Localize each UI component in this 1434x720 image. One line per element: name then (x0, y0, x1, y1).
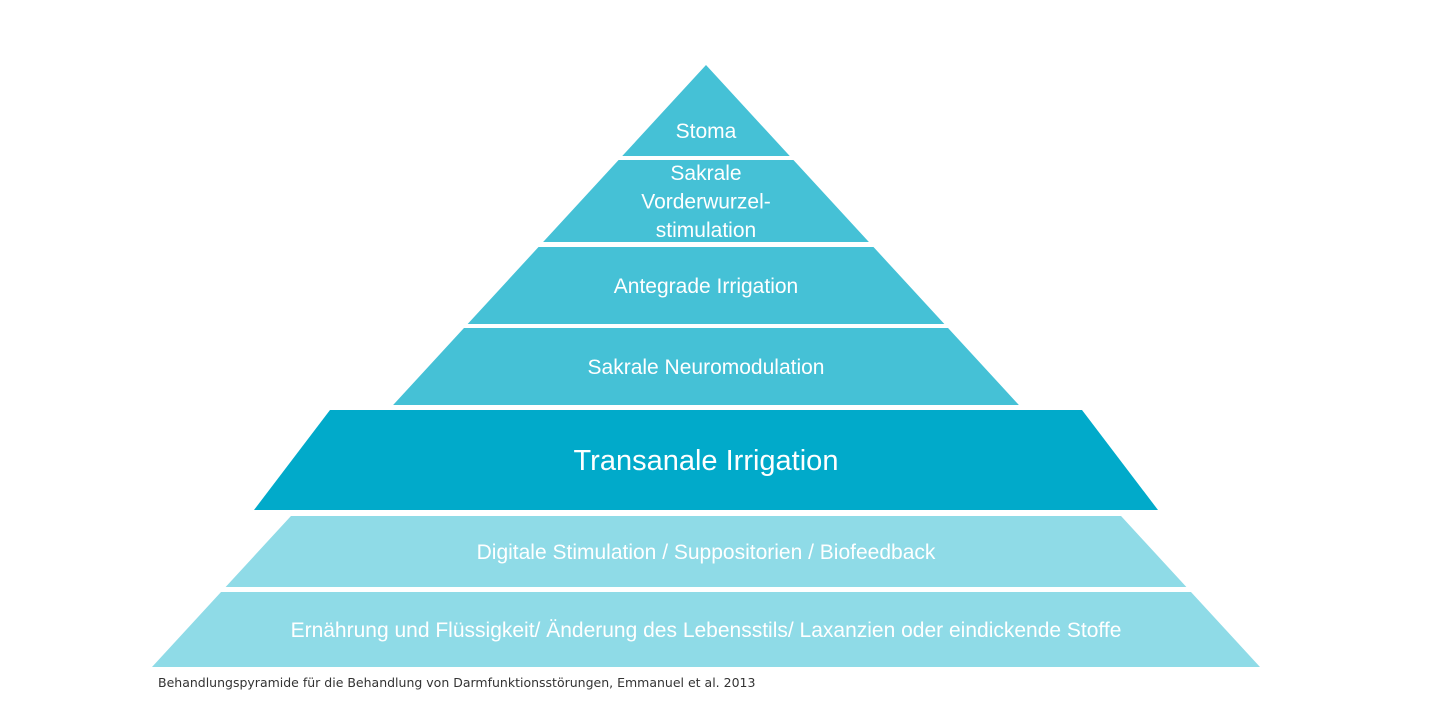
pyramid-tier-shape (254, 410, 1158, 510)
pyramid-tier-1: Stoma (622, 65, 790, 156)
pyramid-tier-label-line: stimulation (656, 219, 756, 242)
pyramid-tier-label-line: Transanale Irrigation (574, 445, 839, 477)
pyramid-tier-label-line: Sakrale Neuromodulation (588, 356, 825, 379)
pyramid-tier-label-line: Sakrale (670, 162, 741, 185)
pyramid-tier-label: Ernährung und Flüssigkeit/ Änderung des … (291, 619, 1122, 642)
pyramid-tier-7: Ernährung und Flüssigkeit/ Änderung des … (152, 592, 1260, 667)
pyramid-tier-6: Digitale Stimulation / Suppositorien / B… (225, 516, 1187, 587)
pyramid-tier-5: Transanale Irrigation (254, 410, 1158, 510)
pyramid-tier-label-line: Ernährung und Flüssigkeit/ Änderung des … (291, 619, 1122, 642)
pyramid-tier-label: Digitale Stimulation / Suppositorien / B… (477, 541, 936, 564)
pyramid-tier-label-line: Antegrade Irrigation (614, 275, 798, 298)
pyramid-tier-4: Sakrale Neuromodulation (393, 328, 1019, 405)
pyramid-tier-label: Stoma (676, 120, 737, 143)
pyramid-tier-label: Transanale Irrigation (574, 445, 839, 477)
pyramid-tier-label: Antegrade Irrigation (614, 275, 798, 298)
pyramid-tier-label: Sakrale Neuromodulation (588, 356, 825, 379)
pyramid-tier-3: Antegrade Irrigation (467, 247, 945, 324)
pyramid-tier-label-line: Digitale Stimulation / Suppositorien / B… (477, 541, 936, 564)
pyramid-tier-shape (393, 328, 1019, 405)
pyramid-tier-shape (467, 247, 945, 324)
figure-caption: Behandlungspyramide für die Behandlung v… (158, 675, 756, 690)
pyramid-tier-label-line: Vorderwurzel- (641, 190, 771, 213)
pyramid-tier-shape (543, 160, 869, 242)
pyramid-tier-shape (152, 592, 1260, 667)
pyramid-tier-shape (225, 516, 1187, 587)
pyramid-tier-shape (622, 65, 790, 156)
pyramid-tier-label-line: Stoma (676, 120, 737, 143)
